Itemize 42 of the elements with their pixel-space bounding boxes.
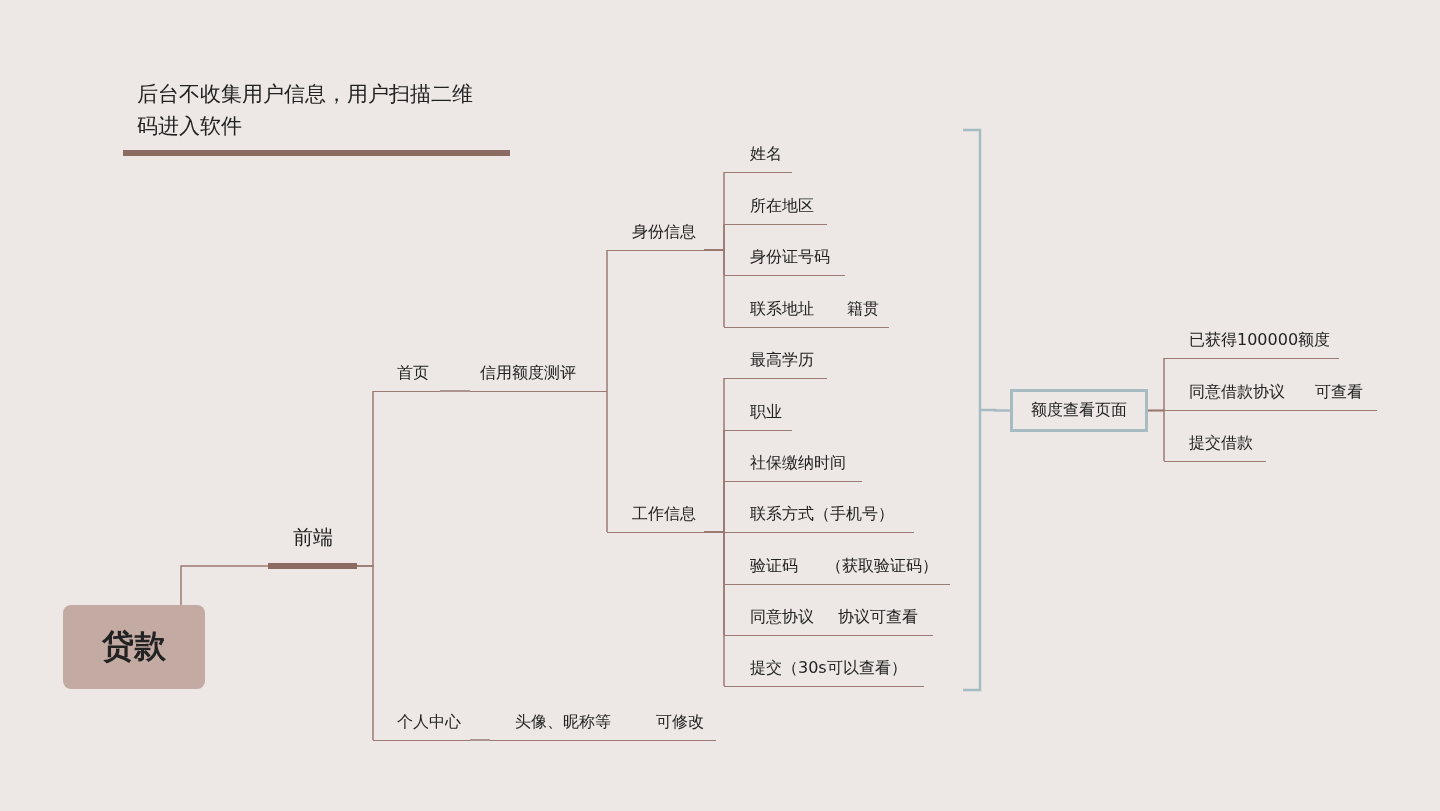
summary-topic (1010, 389, 1148, 432)
topic-text: 可修改 (656, 712, 704, 732)
topic-text: 联系方式（手机号） (750, 504, 894, 524)
topic-text: 信用额度测评 (480, 363, 576, 383)
topic-text: 可查看 (1315, 382, 1363, 402)
topic-text: 所在地区 (750, 196, 814, 216)
topic-text: 首页 (397, 363, 429, 383)
root-topic (63, 605, 205, 689)
topic-text: 最高学历 (750, 350, 814, 370)
connector-line (980, 408, 1010, 412)
connector-line (469, 739, 491, 741)
topic-text: 职业 (750, 402, 782, 422)
connector-line (703, 249, 725, 328)
topic-text: 前端 (292, 524, 333, 551)
topic-text: 协议可查看 (838, 607, 918, 627)
topic-text: 后台不收集用户信息，用户扫描二维码进入软件 (137, 82, 473, 138)
topic-text: 同意借款协议 (1189, 382, 1285, 402)
topic-text: 社保缴纳时间 (750, 453, 846, 473)
topic-text: 联系地址 (750, 299, 814, 319)
topic-text: 额度查看页面 (1031, 400, 1127, 421)
topic-text: 工作信息 (632, 504, 696, 524)
topic-text: 同意协议 (750, 607, 814, 627)
topic-text: 头像、昵称等 (515, 712, 611, 732)
summary-bracket (960, 128, 982, 693)
topic-text: 籍贯 (847, 299, 879, 319)
topic-text: 提交借款 (1189, 433, 1253, 453)
connector-line (180, 565, 269, 606)
topic-text: 已获得100000额度 (1189, 330, 1331, 350)
topic-text: 姓名 (750, 144, 782, 164)
topic-text: 身份证号码 (750, 247, 830, 267)
connector-line (439, 390, 471, 392)
topic-text: 个人中心 (397, 712, 461, 732)
connector-line (356, 565, 374, 741)
topic-text: 提交（30s可以查看） (750, 658, 907, 678)
topic-text: （获取验证码） (826, 556, 938, 576)
topic-text: 身份信息 (632, 222, 696, 242)
connector-line (703, 531, 725, 687)
connector-line (1147, 409, 1165, 462)
connector-line (606, 390, 608, 533)
connector-line (606, 249, 608, 392)
topic-text: 验证码 (750, 556, 798, 576)
topic-text: 贷款 (102, 626, 166, 667)
